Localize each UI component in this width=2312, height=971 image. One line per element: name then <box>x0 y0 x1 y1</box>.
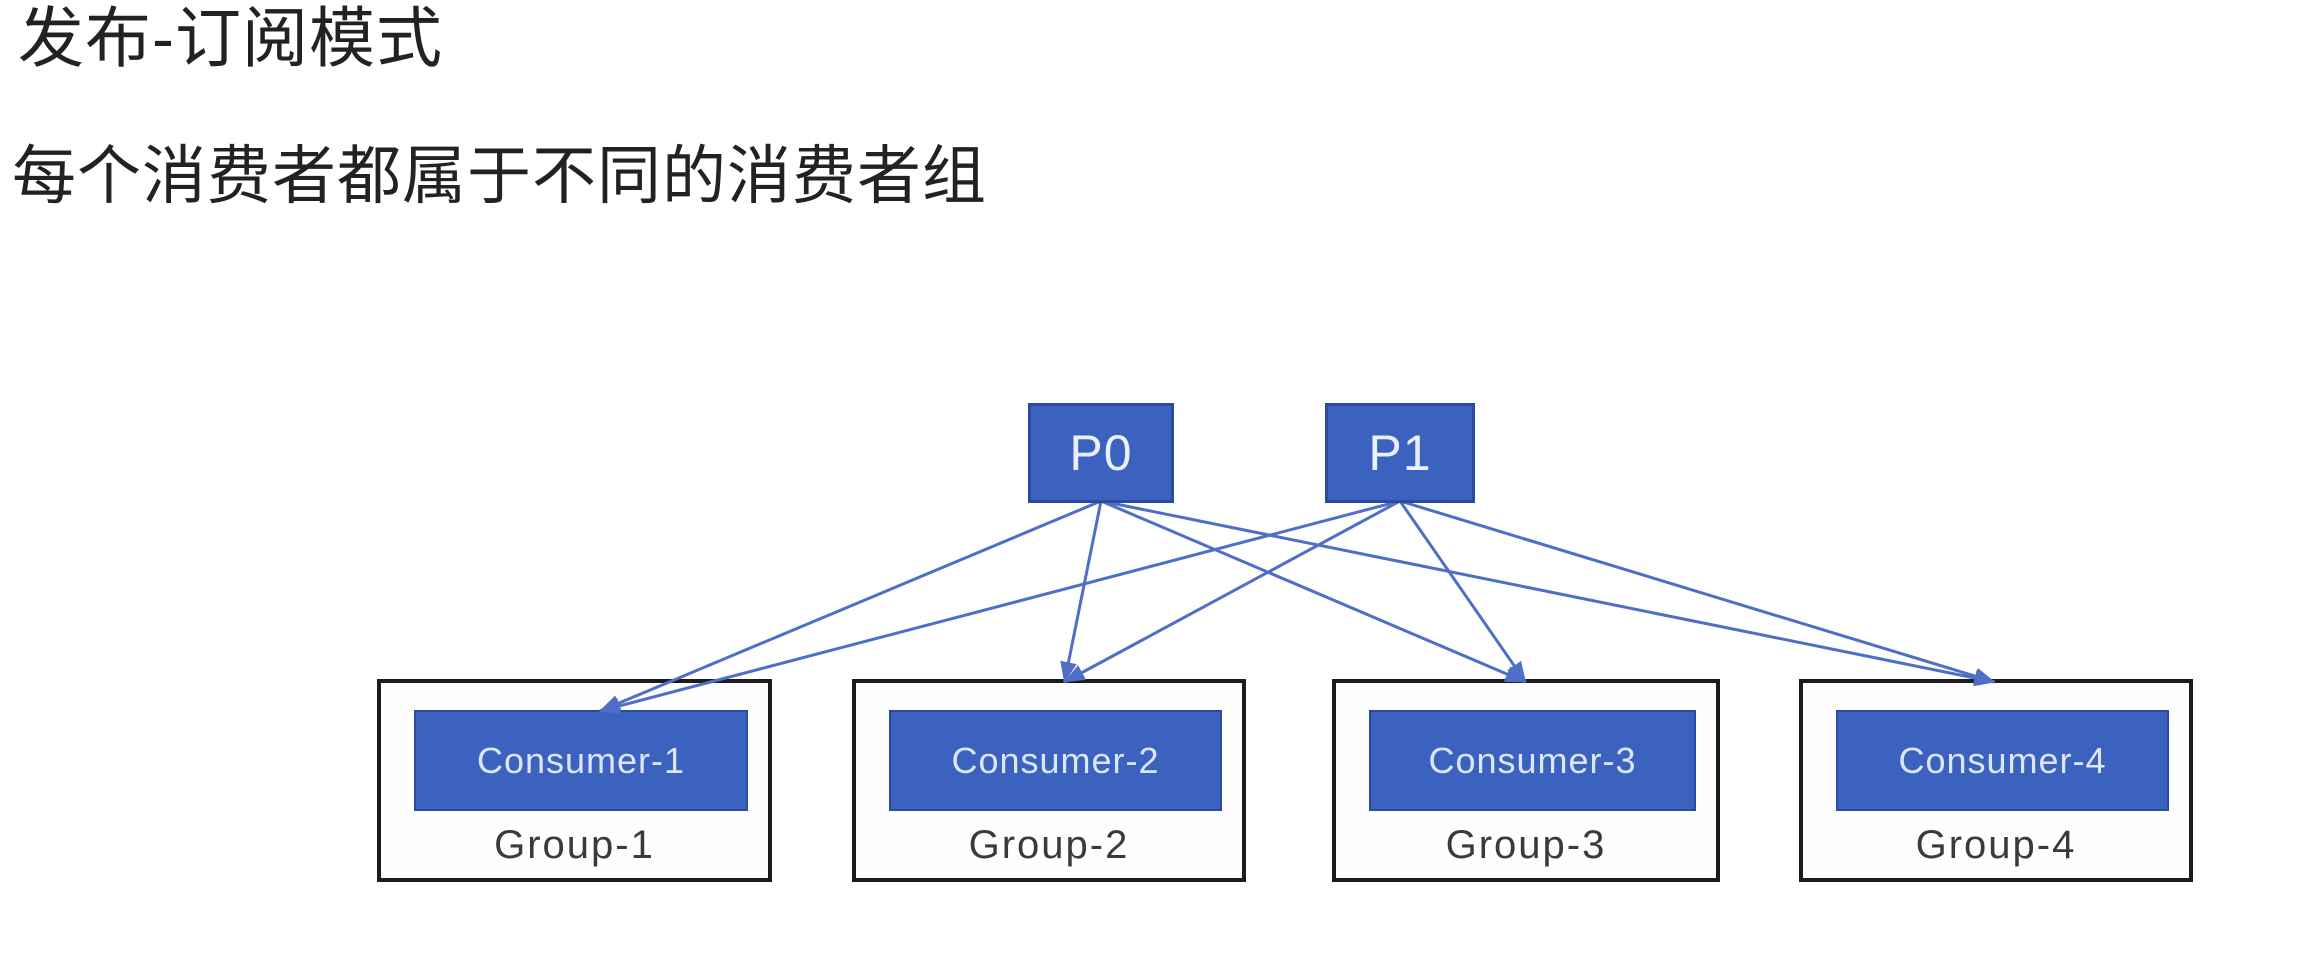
partition-label: P0 <box>1069 425 1133 481</box>
edge-P1-Consumer-4 <box>1399 499 1996 685</box>
consumer-label: Consumer-2 <box>951 739 1160 781</box>
edge-P0-Consumer-2 <box>1060 500 1103 684</box>
edge-P1-Consumer-2 <box>1063 499 1401 684</box>
consumer-group-box-4: Consumer-4 Group-4 <box>1799 679 2193 882</box>
group-label-1: Group-1 <box>494 823 655 867</box>
edge-lines <box>598 499 1996 715</box>
consumer-group-box-2: Consumer-2 Group-2 <box>852 679 1246 882</box>
group-label-2: Group-2 <box>968 823 1130 867</box>
group-label-3: Group-3 <box>1445 823 1607 867</box>
consumer-label: Consumer-3 <box>1428 739 1637 781</box>
consumer-node-2: Consumer-2 <box>889 710 1222 811</box>
consumer-label: Consumer-1 <box>476 739 686 781</box>
partition-node-p1: P1 <box>1325 403 1475 503</box>
edge-P1-Consumer-3 <box>1398 500 1527 683</box>
slide-subtitle: 每个消费者都属于不同的消费者组 <box>12 140 987 212</box>
consumer-node-1: Consumer-1 <box>414 710 748 811</box>
consumer-group-box-1: Consumer-1 Group-1 <box>377 679 772 882</box>
group-label-4: Group-4 <box>1915 823 2077 867</box>
consumer-label: Consumer-4 <box>1898 739 2107 781</box>
consumer-node-4: Consumer-4 <box>1836 710 2169 811</box>
edge-P0-Consumer-3 <box>1100 499 1527 684</box>
partition-label: P1 <box>1368 425 1432 481</box>
consumer-group-box-3: Consumer-3 Group-3 <box>1332 679 1720 882</box>
edge-P0-Consumer-4 <box>1100 499 1996 687</box>
slide-title: 发布-订阅模式 <box>18 1 443 75</box>
partition-node-p0: P0 <box>1028 403 1174 503</box>
consumer-node-3: Consumer-3 <box>1369 710 1696 811</box>
